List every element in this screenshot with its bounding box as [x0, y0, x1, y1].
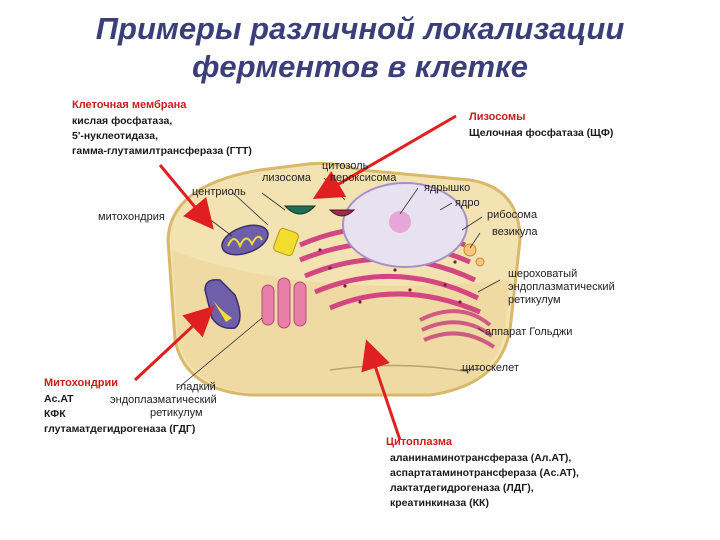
centriole	[273, 227, 299, 257]
label-vesicle: везикула	[492, 226, 538, 238]
label-cytoskeleton: цитоскелет	[462, 362, 519, 374]
label-smooth-er-3: ретикулум	[150, 407, 203, 419]
mitochondria-enzyme-2: КФК	[44, 408, 66, 420]
cytoplasm-heading: Цитоплазма	[386, 436, 452, 448]
arrow-cytoplasm	[361, 339, 402, 441]
vesicle	[463, 243, 477, 257]
cytoplasm-enzyme-1: аланинаминотрансфераза (Ал.АТ),	[390, 452, 572, 464]
label-cytosol: цитозоль	[322, 160, 369, 172]
lysosome	[283, 205, 317, 215]
cytoplasm-enzyme-4: креатинкиназа (КК)	[390, 497, 489, 509]
peroxisome	[328, 209, 356, 217]
membrane-enzyme-2: 5'-нуклеотидаза,	[72, 130, 158, 142]
label-nucleolus: ядрышко	[424, 182, 471, 194]
smooth-er	[261, 277, 307, 329]
label-lysosome: лизосома	[262, 172, 312, 184]
cytoplasm-enzyme-2: аспартатаминотрансфераза (Ac.AT),	[390, 467, 579, 479]
mitochondria-heading: Митохондрии	[44, 377, 119, 389]
mitochondria-enzyme-3: глутаматдегидрогеназа (ГДГ)	[44, 423, 196, 435]
lysosomes-enzyme-1: Щелочная фосфатаза (ЩФ)	[469, 127, 614, 139]
label-ribosome: рибосома	[487, 209, 538, 221]
membrane-enzyme-3: гамма-глутамилтрансфераза (ГТТ)	[72, 145, 252, 157]
membrane-enzyme-1: кислая фосфатаза,	[72, 115, 173, 127]
cell-cut-face	[172, 250, 510, 393]
page-title-line2: ферментов в клетке	[192, 49, 528, 84]
label-peroxisome: пероксисома	[330, 172, 397, 184]
cytoskeleton	[329, 364, 471, 373]
label-rough-er-1: шероховатый	[508, 268, 578, 280]
arrow-membrane	[158, 164, 214, 230]
page-title-line1: Примеры различной локализации	[95, 11, 625, 46]
label-nucleus: ядро	[455, 197, 480, 209]
label-rough-er-2: эндоплазматический	[508, 281, 615, 293]
mitochondrion-upper	[221, 224, 269, 256]
label-smooth-er-1: гладкий	[176, 381, 216, 393]
arrow-lysosome	[312, 114, 457, 200]
label-smooth-er-2: эндоплазматический	[110, 394, 217, 406]
cytoplasm-enzyme-3: лактатдегидрогеназа (ЛДГ),	[390, 482, 534, 494]
arrow-mitochondria	[133, 305, 215, 382]
mitochondria-enzyme-1: Ac.AT	[44, 393, 74, 405]
golgi-apparatus	[419, 309, 496, 349]
lysosomes-heading: Лизосомы	[469, 111, 526, 123]
label-golgi: аппарат Гольджи	[485, 326, 573, 338]
nucleolus	[389, 211, 411, 233]
label-centriole: центриоль	[192, 186, 246, 198]
label-rough-er-3: ретикулум	[508, 294, 561, 306]
membrane-heading: Клеточная мембрана	[72, 99, 187, 111]
label-mitochondrion: митохондрия	[98, 211, 165, 223]
